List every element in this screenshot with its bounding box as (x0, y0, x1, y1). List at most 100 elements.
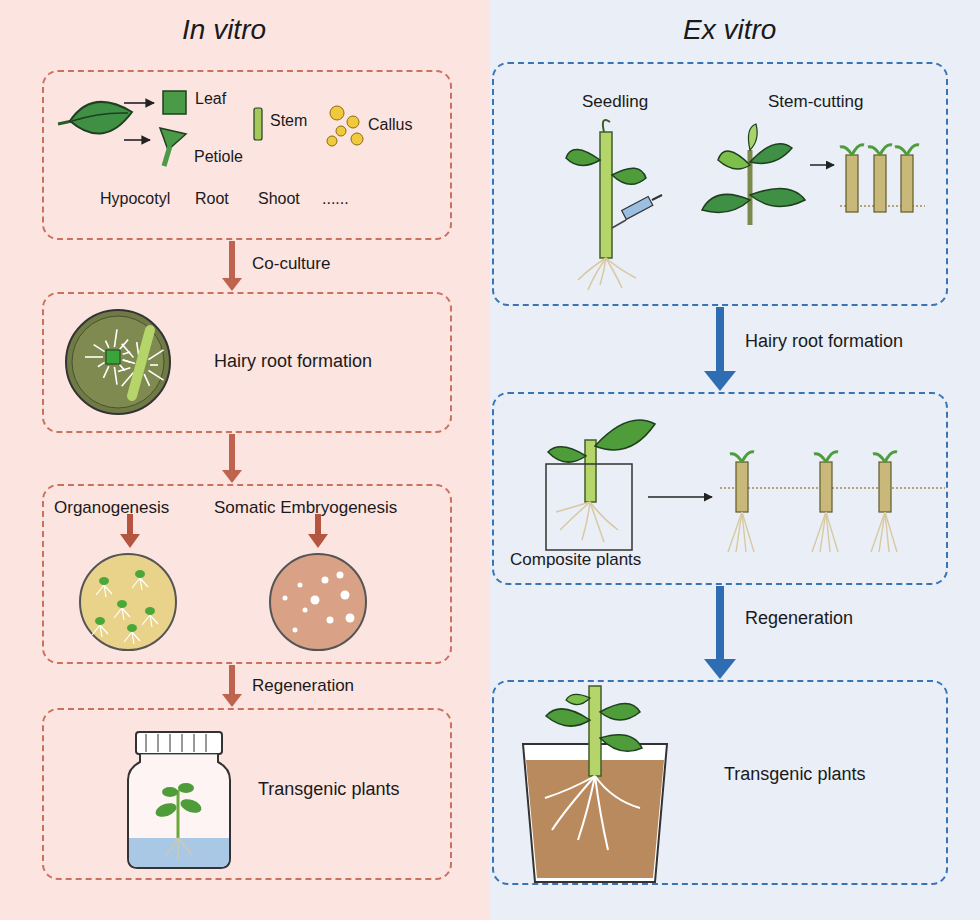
embryogenesis-dish-part-part (322, 577, 329, 584)
organogenesis-dish-part-part (135, 570, 145, 578)
culture-jar-part (136, 732, 222, 754)
dish-arrows (130, 514, 318, 536)
organogenesis-dish-part-part (142, 615, 158, 627)
composite-seedling-part (595, 420, 655, 450)
embryogenesis-dish-part (270, 554, 366, 650)
arrow-shaft (716, 307, 724, 372)
seedling-part (612, 168, 646, 184)
potted-plant-part (546, 709, 590, 726)
hairy-root-dish-part-part (148, 350, 163, 360)
node-text: Organogenesis (54, 498, 169, 518)
callus-part (347, 116, 359, 128)
edge-label: Regeneration (745, 608, 853, 629)
hairy-root-dish-part (106, 350, 120, 364)
embryogenesis-dish (270, 554, 366, 650)
node-text: Callus (368, 116, 412, 134)
hairy-root-dish-part-part (120, 340, 129, 350)
syringe-part (622, 197, 653, 220)
organogenesis-dish-part-part (92, 625, 108, 637)
embryogenesis-dish-part-part (283, 596, 288, 601)
culture-jar-part (178, 783, 194, 793)
composite-seedling-part-part (590, 502, 604, 542)
stem-cutting-branch-part (748, 124, 757, 150)
explant-leaf-part (70, 102, 132, 134)
stem-cutting-branch-part (810, 164, 834, 166)
dish-arrowheads (120, 534, 328, 548)
node-text: Petiole (194, 148, 243, 166)
hairy-root-dish-part (66, 310, 170, 414)
culture-jar-part-part (177, 838, 178, 860)
organogenesis-dish-part-part (127, 624, 137, 632)
explant-leaf-part (72, 113, 128, 121)
composite-seedling-part-part (728, 512, 742, 552)
node-text: Transgenic plants (724, 764, 865, 785)
node-text: Hairy root formation (214, 351, 372, 372)
culture-jar-part (154, 801, 179, 820)
petiole-piece-part (164, 146, 170, 166)
hairy-root-dish-part-part (118, 368, 130, 372)
arrow-shaft (229, 665, 235, 695)
node-text: Somatic Embryogenesis (214, 498, 397, 518)
composite-seedling-part-part (582, 502, 590, 540)
block-arrow (704, 586, 736, 679)
composite-seedling-part-part (873, 452, 897, 462)
node-text: ...... (322, 190, 349, 208)
arrow-shaft (716, 586, 724, 660)
organogenesis-dish-part (92, 570, 158, 644)
edge-label: Hairy root formation (745, 331, 903, 352)
step-box: Composite plants (492, 392, 948, 585)
composite-seedling-part-part (556, 502, 590, 512)
petiole-piece-part (160, 128, 186, 150)
node-text: Root (195, 190, 229, 208)
node-text: Stem (270, 112, 307, 130)
seedling-part-part (606, 258, 622, 288)
composite-seedling-part-part (826, 512, 838, 552)
ex-vitro-ground (490, 0, 980, 920)
culture-jar-part (146, 734, 206, 752)
node-text: Seedling (582, 92, 648, 112)
block-arrow (222, 434, 242, 483)
panel: In vitroLeafStemCallusPetioleHypocotylRo… (0, 0, 490, 920)
edge-label: Regeneration (252, 676, 354, 696)
composite-seedling-part-part (730, 452, 754, 462)
organogenesis-dish-part-part (95, 617, 105, 625)
potted-plant-part (600, 735, 642, 752)
stem-piece (254, 108, 262, 140)
node-text: Hypocotyl (100, 190, 170, 208)
dish-arrows-part (315, 514, 321, 536)
cuttings (840, 145, 925, 212)
arrow-head (704, 659, 736, 679)
seedling (566, 120, 662, 290)
arrow-head (222, 470, 242, 483)
arrow-head (704, 371, 736, 391)
culture-jar-part (166, 838, 192, 860)
culture-jar-part-part (178, 838, 192, 855)
explant-arrows-part (124, 139, 150, 141)
cuttings-part-part (868, 145, 892, 155)
explant-arrows (124, 103, 154, 140)
composite-seedling-part (546, 464, 632, 550)
composite-seedling-part (548, 447, 586, 462)
arrow-head (222, 278, 242, 291)
potted-plant-part-part (552, 776, 595, 830)
arrow-shaft (229, 241, 235, 279)
callus (327, 106, 363, 146)
composite-seedling-part-part (742, 512, 754, 552)
potted-plant-part (526, 760, 664, 878)
hairy-root-dish-part (72, 316, 164, 408)
embryogenesis-dish-part-part (337, 572, 344, 579)
callus-part (351, 133, 363, 145)
organogenesis-dish-part-part (96, 585, 112, 597)
seedling-part (566, 149, 600, 165)
organogenesis-dish-part-part (99, 577, 109, 585)
composite-seedling-part-part (736, 512, 742, 552)
culture-jar-part (129, 838, 229, 867)
embryogenesis-dish-part-part (293, 628, 298, 633)
organogenesis-dish-part (80, 554, 176, 650)
organogenesis-dish-part-part (145, 607, 155, 615)
dish-arrowheads-part (308, 534, 328, 548)
culture-jar-part (162, 787, 178, 797)
hairy-root-dish-part-part (148, 370, 163, 380)
